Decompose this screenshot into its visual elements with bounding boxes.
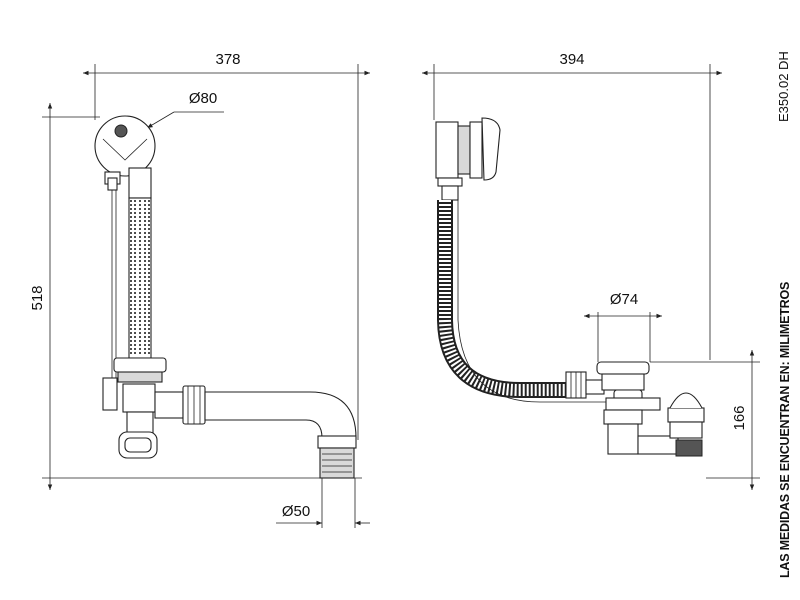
outlet-diameter-label: Ø50: [282, 503, 310, 520]
overflow-rosette: [94, 115, 156, 185]
side-corrugated-hose: [437, 200, 610, 403]
side-waste-body: [565, 361, 705, 457]
front-waste-body: [102, 357, 167, 459]
dimension-side-width: 394: [422, 51, 722, 360]
dimension-height: 518: [29, 103, 362, 490]
units-note: LAS MEDIDAS SE ENCUENTRAN EN: MILIMETROS: [778, 281, 792, 578]
dimension-waste-diameter: Ø74: [584, 291, 662, 362]
front-view: 378 518 Ø80: [29, 51, 370, 528]
dimension-trap-height: 166: [650, 350, 760, 490]
side-view: 394: [422, 51, 760, 490]
front-width-label: 378: [215, 51, 240, 68]
height-label: 518: [29, 285, 46, 310]
front-outlet-pipe: [154, 385, 357, 479]
overflow-diameter-label: Ø80: [189, 90, 217, 107]
product-code: E350.02 DH: [776, 51, 791, 122]
control-cable: [107, 177, 118, 380]
dimension-front-width: 378: [83, 51, 370, 440]
front-corrugated-hose: [128, 167, 152, 359]
side-overflow-head: [435, 117, 501, 201]
dimension-outlet-diameter: Ø50: [276, 478, 370, 528]
dimension-overflow-diameter: Ø80: [146, 90, 224, 129]
side-width-label: 394: [559, 51, 584, 68]
waste-diameter-label: Ø74: [610, 291, 638, 308]
trap-height-label: 166: [731, 405, 748, 430]
